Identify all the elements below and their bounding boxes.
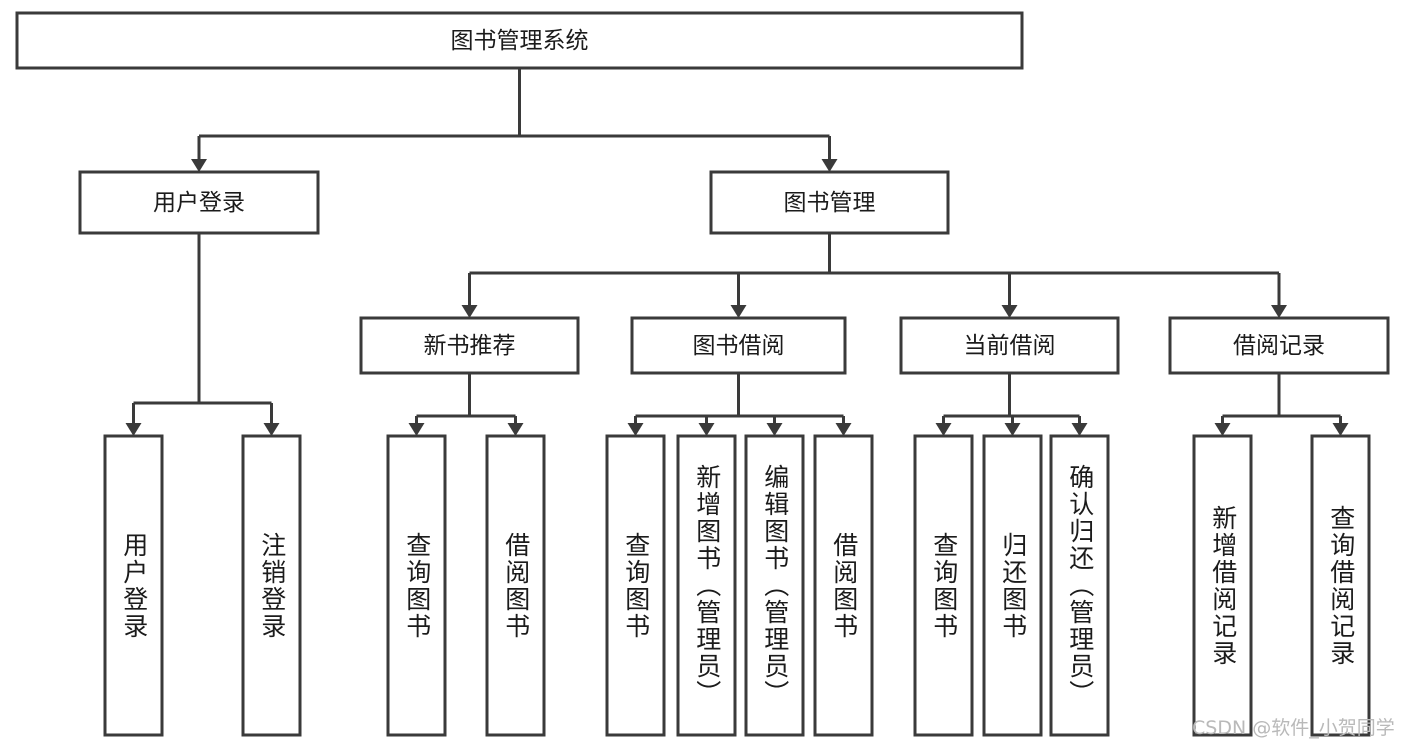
- arrowhead-icon: [1001, 305, 1018, 318]
- node-current-borrow[interactable]: [899, 316, 1120, 375]
- node-book-borrow[interactable]: [630, 316, 847, 375]
- node-leaf-borrow-book[interactable]: [813, 434, 874, 737]
- node-leaf-logout[interactable]: [241, 434, 302, 737]
- arrowhead-icon: [507, 423, 524, 436]
- node-user-login-label: 用户登录: [153, 190, 245, 216]
- node-leaf-edit-book-admin[interactable]: [744, 434, 805, 737]
- arrowhead-icon: [766, 423, 783, 436]
- node-leaf-confirm-return-admin[interactable]: [1049, 434, 1110, 737]
- arrowhead-icon: [935, 423, 952, 436]
- node-leaf-return-book[interactable]: [982, 434, 1043, 737]
- edge-layer: [125, 68, 1349, 436]
- node-leaf-query-borrow-record[interactable]: [1310, 434, 1371, 737]
- node-borrow-record-label: 借阅记录: [1233, 333, 1325, 359]
- node-leaf-query-books-borrow[interactable]: [605, 434, 666, 737]
- node-book-management[interactable]: [709, 170, 950, 235]
- arrowhead-icon: [627, 423, 644, 436]
- node-leaf-add-borrow-record[interactable]: [1192, 434, 1253, 737]
- node-current-borrow-label: 当前借阅: [964, 333, 1056, 359]
- arrowhead-icon: [1332, 423, 1349, 436]
- node-leaf-query-books-rec[interactable]: [386, 434, 447, 737]
- node-new-book-recommend-label: 新书推荐: [424, 333, 516, 359]
- arrowhead-icon: [461, 305, 478, 318]
- arrowhead-icon: [1214, 423, 1231, 436]
- csdn-watermark: CSDN @软件_小贺同学: [1192, 717, 1395, 739]
- arrowhead-icon: [1271, 305, 1287, 318]
- node-leaf-user-login[interactable]: [103, 434, 164, 737]
- arrowhead-icon: [263, 423, 280, 436]
- node-borrow-record[interactable]: [1168, 316, 1390, 375]
- arrowhead-icon: [1004, 423, 1021, 436]
- arrowhead-icon: [698, 423, 715, 436]
- node-book-management-label: 图书管理: [784, 190, 876, 216]
- node-new-book-recommend[interactable]: [359, 316, 580, 375]
- arrowhead-icon: [835, 423, 852, 436]
- node-leaf-query-books-current[interactable]: [913, 434, 974, 737]
- node-book-borrow-label: 图书借阅: [693, 333, 785, 359]
- arrowhead-icon: [125, 423, 142, 436]
- arrowhead-icon: [821, 159, 838, 172]
- title-box[interactable]: [15, 11, 1024, 70]
- title-box-label: 图书管理系统: [451, 28, 589, 54]
- node-leaf-borrow-books-rec[interactable]: [485, 434, 546, 737]
- arrowhead-icon: [730, 305, 747, 318]
- arrowhead-icon: [1071, 423, 1088, 436]
- node-user-login[interactable]: [78, 170, 320, 235]
- node-leaf-add-book-admin[interactable]: [676, 434, 737, 737]
- arrowhead-icon: [191, 159, 207, 172]
- arrowhead-icon: [408, 423, 425, 436]
